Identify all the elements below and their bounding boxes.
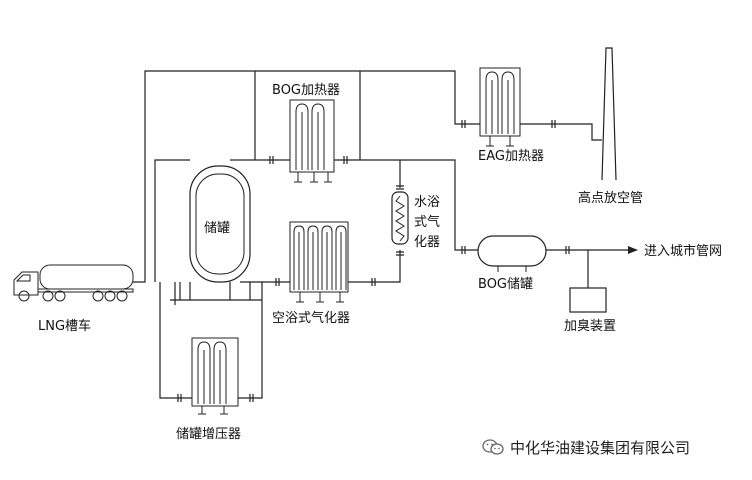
tank-booster-label: 储罐增压器 bbox=[176, 427, 241, 442]
odorizer bbox=[569, 287, 607, 313]
piping-network bbox=[133, 70, 638, 399]
high-vent-stack bbox=[601, 47, 617, 181]
air-bath-vaporizer bbox=[289, 221, 349, 303]
water-bath-label-line3: 化器 bbox=[414, 235, 440, 250]
watermark: 中化华油建设集团有限公司 bbox=[482, 436, 690, 458]
high-vent-label: 高点放空管 bbox=[578, 190, 643, 206]
air-vaporizer-label: 空浴式气化器 bbox=[272, 310, 350, 326]
labels: BOG加热器 EAG加热器 高点放空管 储罐 水浴 式气 化器 空浴式气化器 B… bbox=[38, 83, 722, 442]
storage-tank-label: 储罐 bbox=[204, 221, 230, 236]
watermark-text: 中化华油建设集团有限公司 bbox=[510, 438, 691, 457]
odorizer-label: 加臭装置 bbox=[564, 319, 616, 334]
bog-heater bbox=[289, 99, 335, 183]
storage-tank bbox=[189, 165, 251, 283]
bog-tank bbox=[477, 235, 547, 272]
lng-truck bbox=[13, 264, 134, 302]
eag-heater bbox=[479, 67, 521, 147]
bog-heater-label: BOG加热器 bbox=[272, 83, 340, 98]
water-bath-label-line2: 式气 bbox=[414, 214, 440, 230]
city-grid-label: 进入城市管网 bbox=[644, 243, 722, 259]
water-bath-label-line1: 水浴 bbox=[414, 195, 440, 210]
lng-truck-label: LNG槽车 bbox=[38, 318, 91, 334]
tank-booster bbox=[191, 337, 239, 415]
wechat-icon bbox=[482, 439, 504, 455]
valves bbox=[177, 120, 570, 402]
bog-tank-label: BOG储罐 bbox=[478, 277, 533, 292]
eag-heater-label: EAG加热器 bbox=[478, 149, 544, 164]
water-bath-vaporizer bbox=[391, 191, 409, 245]
